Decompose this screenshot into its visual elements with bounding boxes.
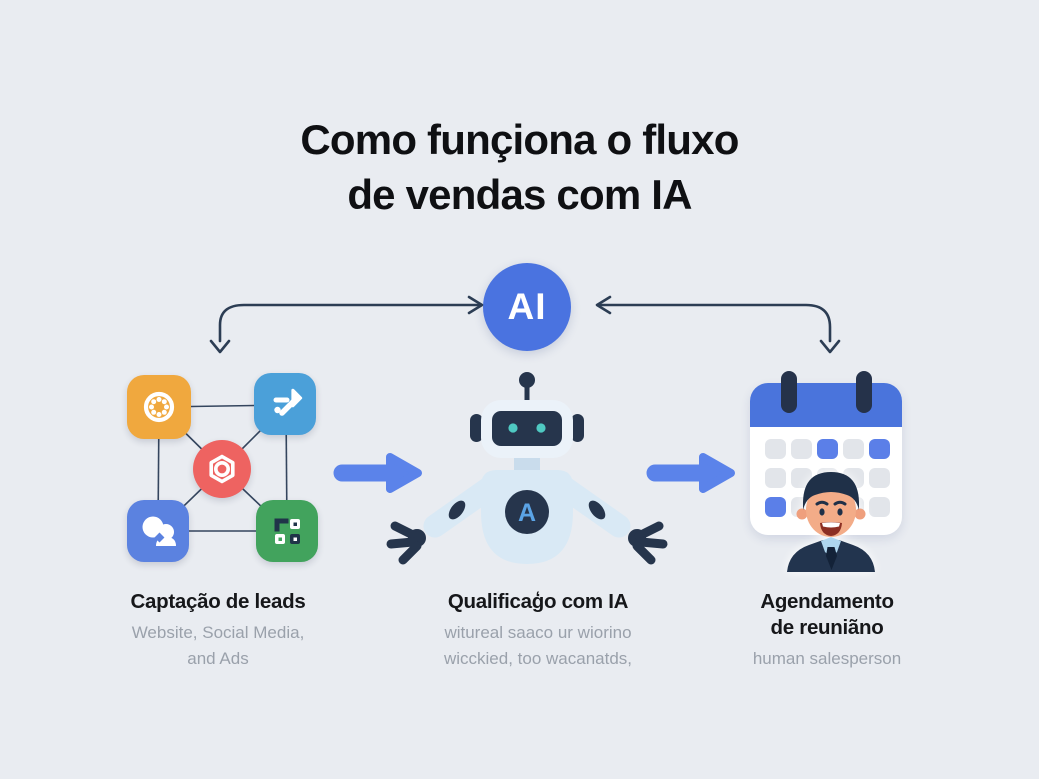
step-title: Agendamento de reuniãno [760,590,894,639]
arrowhead-right-icon [467,295,484,315]
step-title: Captação de leads [130,590,306,613]
dotted-ring-icon [127,375,191,439]
step-label-lead-capture: Captação de leads Website, Social Media,… [88,589,348,672]
trending-arrow-icon [254,373,316,435]
robot-chest-badge [505,490,549,534]
calendar-cell [817,439,838,459]
step-subtitle: Website, Social Media, and Ads [131,623,305,668]
ai-circle-label: AI [507,286,547,327]
step-label-scheduling: Agendamento de reuniãno human salesperso… [727,589,927,672]
arrowhead-left-icon [595,295,612,315]
arrow-left-line [218,303,483,343]
robot-antenna-icon [519,372,535,388]
chat-bubbles-glyph [142,516,176,546]
robot-face-screen [492,411,562,446]
salesperson-tie [826,547,837,570]
salesperson-face [806,483,856,537]
calendar-cell [869,439,890,459]
salesperson-hair [802,472,860,510]
step-label-qualification: Qualificaģo com IA witureal saaco ur wio… [408,589,668,672]
robot-claw-right [628,521,668,565]
robot-eye-right [536,423,546,433]
calendar-header [750,383,902,427]
page-title-line2: de vendas com IA [347,171,692,218]
qr-code-icon [256,500,318,562]
arrowhead-down-icon [209,339,231,354]
page-title-line1: Como funçiona o fluxo [300,116,739,163]
arrow-right-line [596,303,832,343]
chat-bubbles-icon [127,500,189,562]
step-title: Qualificaģo com IA [447,590,629,613]
arrow-right-flow [595,295,841,354]
calendar-cell [765,497,786,517]
calendar-ring-icon [781,371,797,413]
arrow-left-flow [209,295,484,354]
qr-code-glyph [274,518,300,544]
lead-sources-network [118,368,330,580]
robot-eye-left [508,423,518,433]
page-title: Como funçiona o fluxo de vendas com IA [0,112,1039,222]
arrow-leads-to-ai-icon [333,453,422,493]
calendar-cell [791,468,812,488]
ai-circle: AI [483,263,571,351]
aperture-hexagon-icon [193,440,251,498]
robot-claw-left [386,521,426,565]
salesperson-avatar [787,472,875,572]
trending-arrow-glyph [273,388,303,416]
arrow-ai-to-meeting-icon [646,453,735,493]
calendar-ring-icon [856,371,872,413]
robot-chest-label: A [518,499,536,527]
calendar-cell [869,497,890,517]
arrowhead-down-icon [819,339,841,354]
calendar-cell [765,439,786,459]
calendar-cell [843,439,864,459]
aperture-hexagon-glyph [209,454,235,484]
calendar-cell [765,468,786,488]
calendar-cell [791,439,812,459]
step-subtitle: witureal saaco ur wiorino wicckied, too … [443,623,633,668]
step-subtitle: human salesperson [752,649,902,668]
ai-robot-illustration: A [386,372,668,565]
calendar-cell [869,468,890,488]
dotted-ring-glyph [143,391,175,423]
